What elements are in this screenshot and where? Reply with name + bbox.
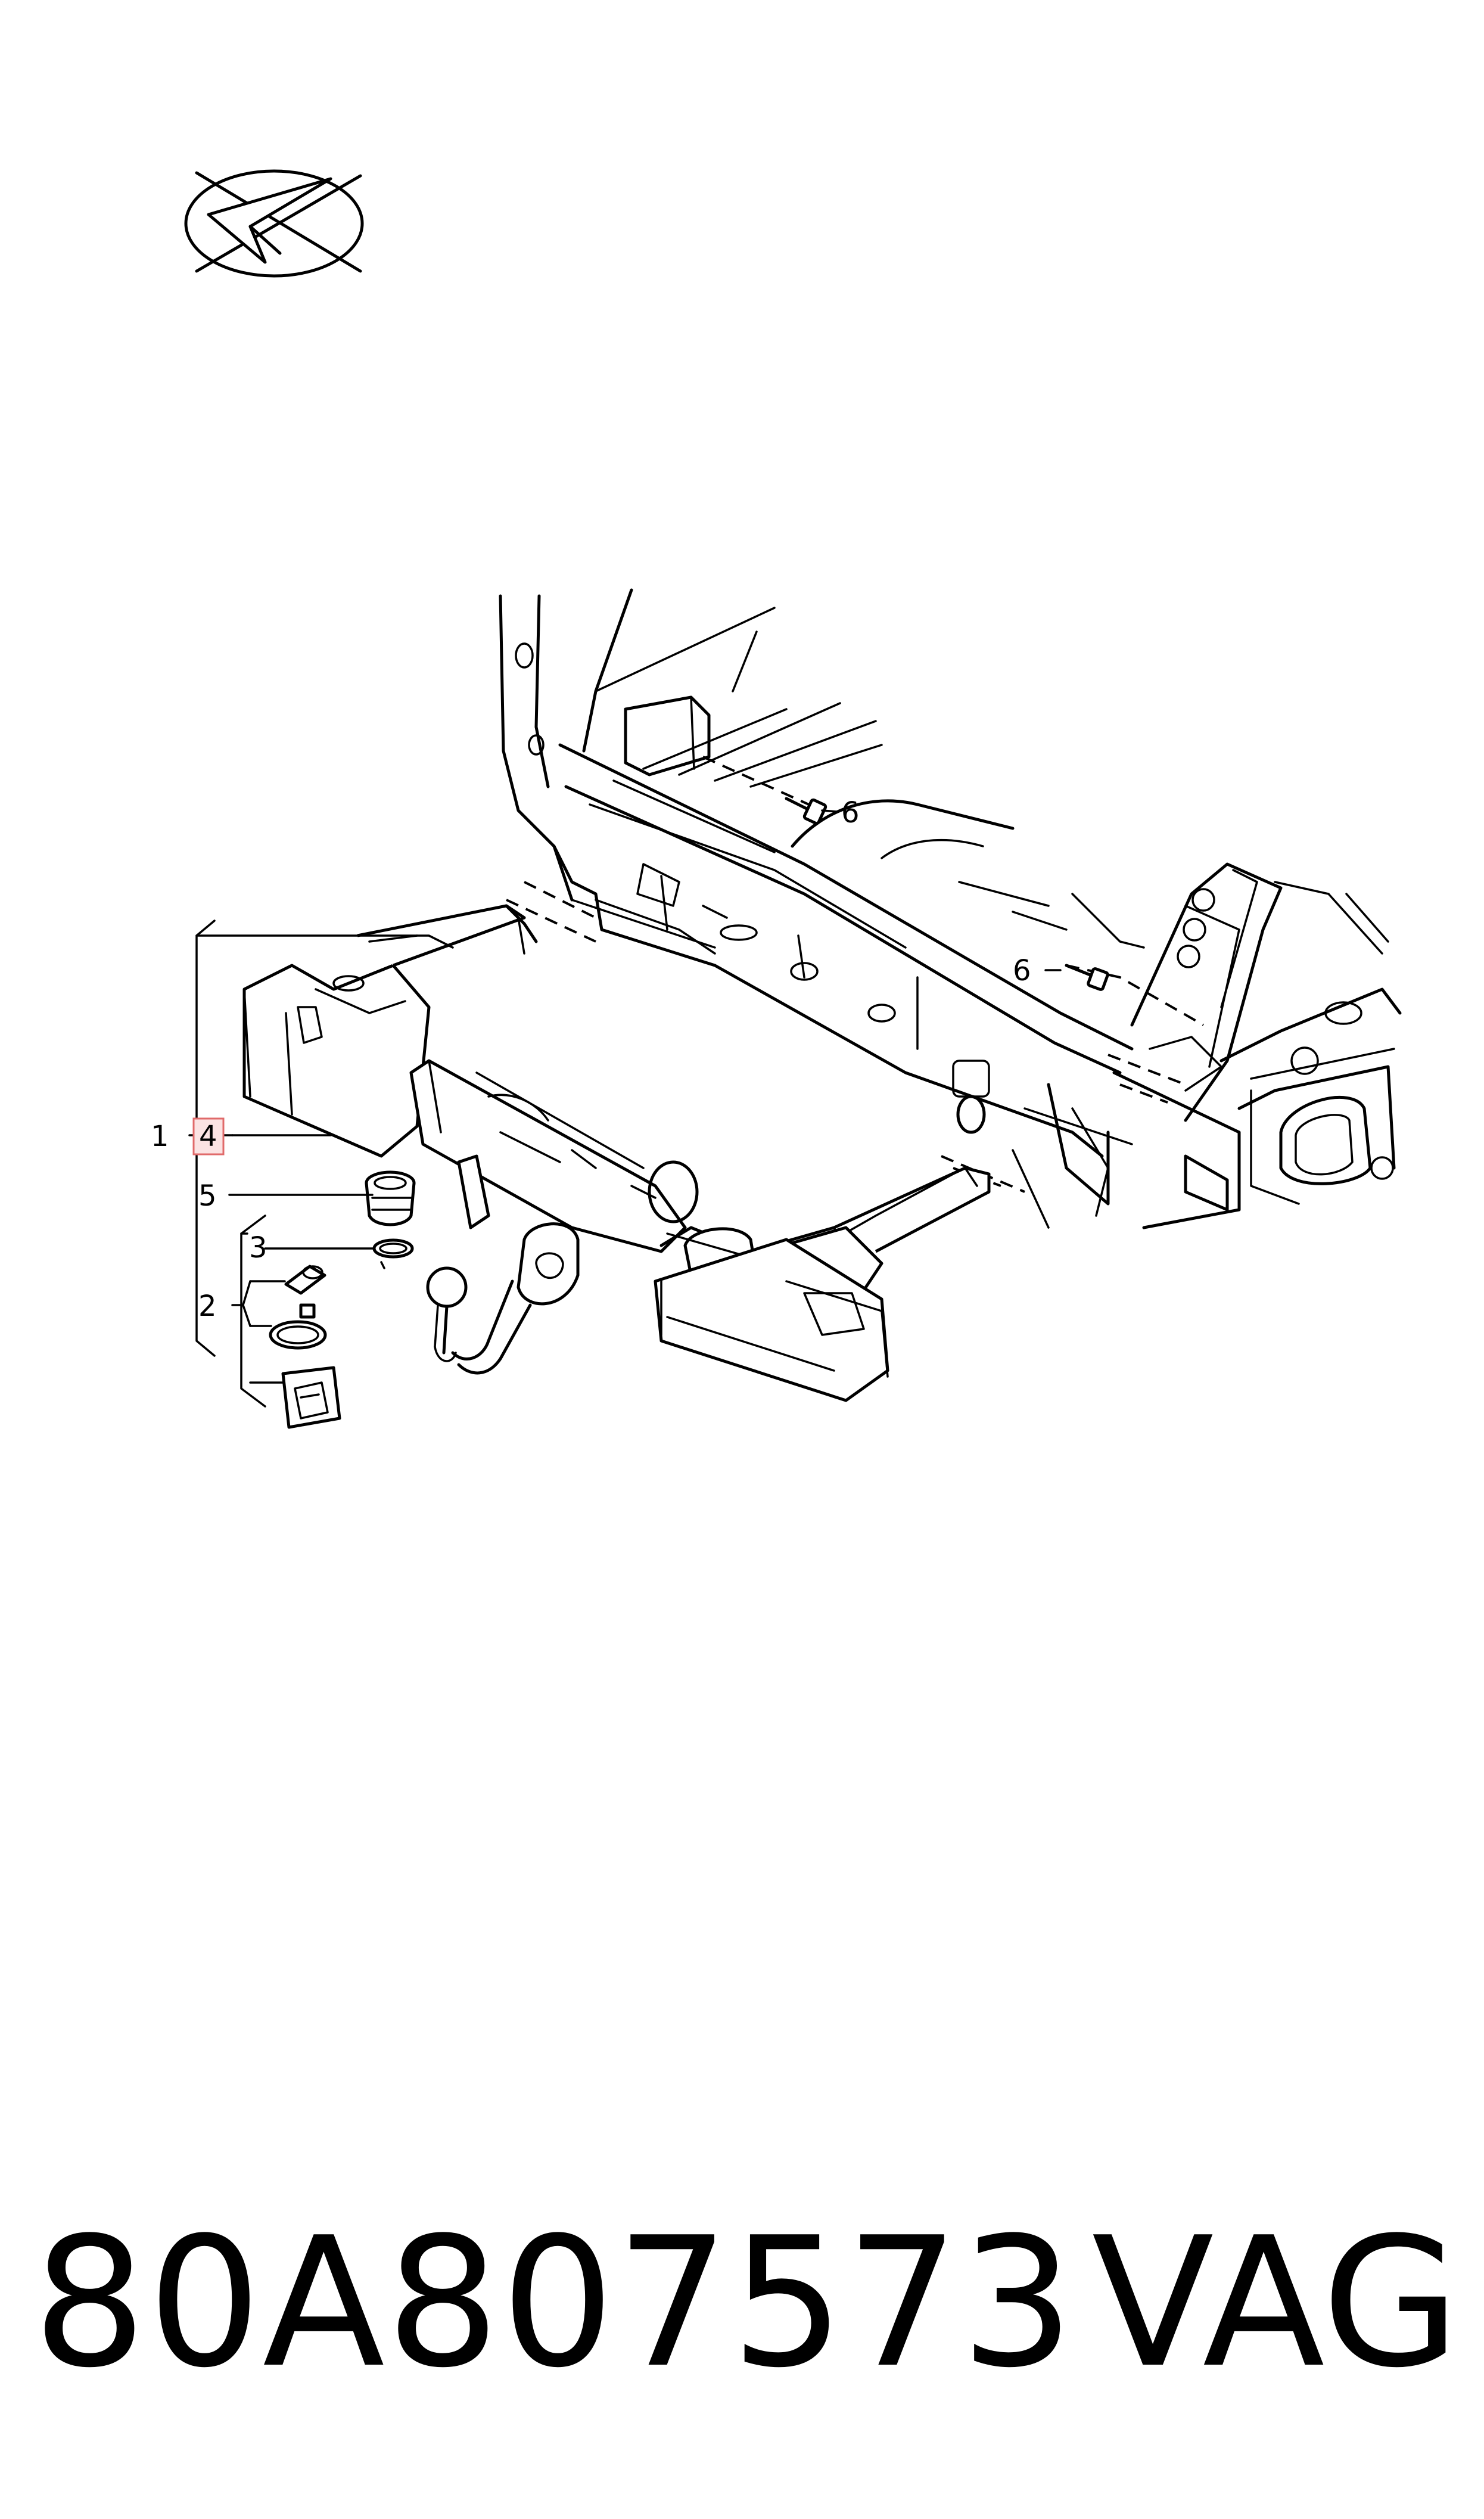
towbar-crossmember (242, 904, 991, 1402)
part-spring-ring (372, 1238, 414, 1269)
part-clip (284, 1265, 326, 1295)
callout-6-upper: 6 (841, 796, 860, 830)
part-cable-ring (269, 1303, 327, 1350)
part-cap (365, 1170, 416, 1226)
vehicle-body-structure (499, 588, 1402, 1229)
callout-4: 4 (199, 1120, 217, 1153)
brand-label: VAG (1091, 2199, 1460, 2407)
callout-4-highlight (192, 1117, 225, 1156)
callout-5: 5 (198, 1179, 217, 1213)
callout-2: 2 (198, 1290, 217, 1323)
callout-1: 1 (151, 1120, 169, 1153)
part-number: 80A807573 (33, 2199, 1076, 2407)
part-bag (281, 1366, 341, 1429)
callout-6-right: 6 (1013, 954, 1031, 987)
bolt-upper (785, 797, 827, 825)
logo-emblem (184, 169, 364, 278)
callout-3: 3 (249, 1231, 267, 1265)
bolt-right (1065, 964, 1109, 991)
